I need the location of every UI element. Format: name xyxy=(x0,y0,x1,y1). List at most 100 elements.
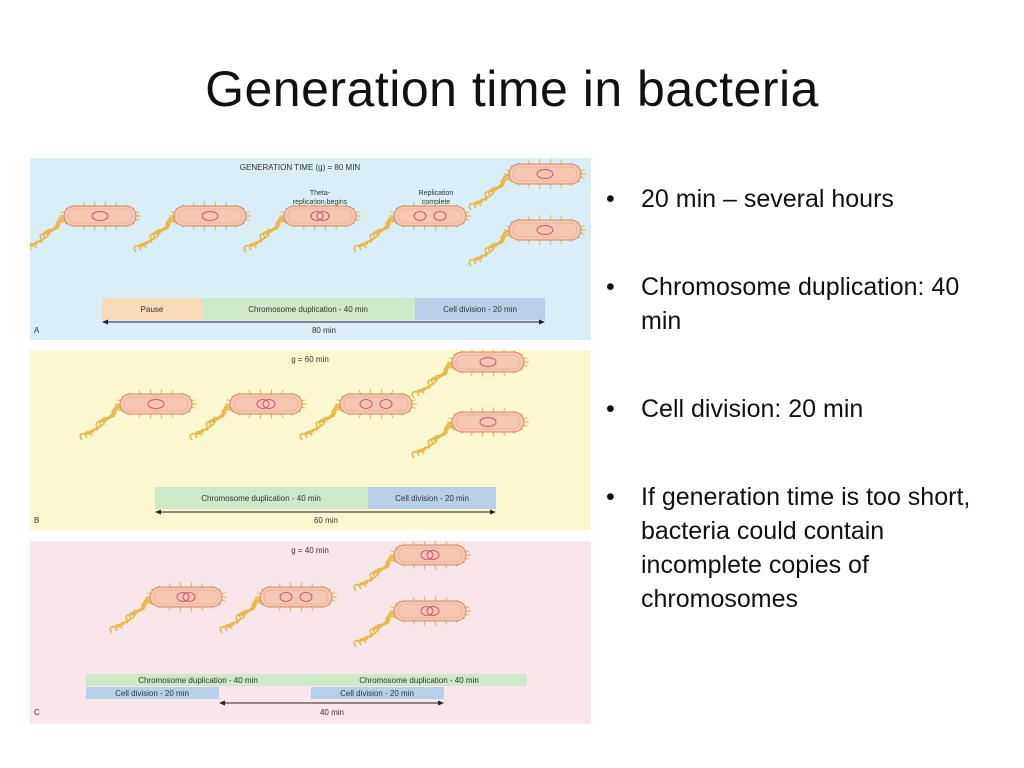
pause-bar xyxy=(102,298,202,320)
duplication-bar-1 xyxy=(86,674,311,686)
flagella xyxy=(243,216,287,253)
chromosome xyxy=(420,606,440,616)
panel-b: g = 60 min Chromosome duplication - 40 m… xyxy=(30,350,591,530)
cell-body xyxy=(63,205,137,227)
bacterium-icon xyxy=(353,201,471,253)
bacterium-icon xyxy=(79,389,197,441)
panel-a: GENERATION TIME (g) = 80 MIN Theta- repl… xyxy=(30,158,591,340)
chromosome xyxy=(479,417,497,427)
bacterium-icon xyxy=(299,389,417,441)
chromosome xyxy=(479,357,497,367)
chromosome xyxy=(279,592,313,602)
bullet-item: Chromosome duplication: 40 min xyxy=(604,270,1004,338)
flagella xyxy=(353,555,397,592)
cell-body xyxy=(393,600,467,622)
bacterium-icon xyxy=(109,582,227,634)
chromosome xyxy=(176,592,196,602)
division-bar-1-label: Cell division - 20 min xyxy=(115,689,189,698)
generation-time-figure: GENERATION TIME (g) = 80 MIN Theta- repl… xyxy=(30,158,591,724)
bullet-item: If generation time is too short, bacteri… xyxy=(604,480,1004,616)
panel-a-header: GENERATION TIME (g) = 80 MIN xyxy=(240,163,361,172)
flagella xyxy=(411,422,455,459)
cell-body xyxy=(508,219,582,241)
cell-body xyxy=(451,411,525,433)
division-bar xyxy=(415,298,545,320)
flagella xyxy=(468,174,512,211)
duplication-bar-label: Chromosome duplication - 40 min xyxy=(248,305,368,314)
bacterium-icon xyxy=(243,201,361,253)
flagella xyxy=(109,597,153,634)
chromosome xyxy=(256,399,276,409)
chromosome xyxy=(413,211,447,221)
bacterium-icon xyxy=(189,389,307,441)
flagella xyxy=(411,362,455,399)
bacterium-icon xyxy=(411,407,529,459)
flagella xyxy=(30,216,67,251)
cell-body xyxy=(451,351,525,373)
duplication-bar-2 xyxy=(311,674,527,686)
duplication-bar xyxy=(155,487,368,509)
slide-title: Generation time in bacteria xyxy=(205,61,819,117)
cell-body xyxy=(259,586,333,608)
division-bar-label: Cell division - 20 min xyxy=(443,305,517,314)
flagella xyxy=(353,611,397,648)
division-bar-2-label: Cell division - 20 min xyxy=(340,689,414,698)
division-bar-2 xyxy=(311,687,444,699)
cell-body xyxy=(393,544,467,566)
chromosome xyxy=(536,169,554,179)
division-bar-1 xyxy=(86,687,219,699)
flagella xyxy=(299,404,343,441)
bacterium-icon xyxy=(468,215,586,267)
duplication-bar-2-label: Chromosome duplication - 40 min xyxy=(359,676,479,685)
callout-complete-line1: Replication xyxy=(419,190,454,197)
bacterium-icon xyxy=(353,541,471,592)
cell-body xyxy=(393,205,467,227)
duplication-bar xyxy=(202,298,415,320)
panel-a-letter: A xyxy=(34,326,40,335)
cell-body xyxy=(119,393,193,415)
panel-c-cells xyxy=(109,541,471,648)
bacterium-icon xyxy=(133,201,251,253)
flagella xyxy=(468,230,512,267)
chromosome xyxy=(91,211,109,221)
panel-b-total: 60 min xyxy=(314,516,338,525)
panel-b-cells xyxy=(79,350,529,459)
division-bar-label: Cell division - 20 min xyxy=(395,494,469,503)
cell-body xyxy=(229,393,303,415)
bullet-item: 20 min – several hours xyxy=(604,182,1004,216)
duplication-bar-label: Chromosome duplication - 40 min xyxy=(201,494,321,503)
flagella xyxy=(353,216,397,253)
chromosome xyxy=(536,225,554,235)
duplication-bar-1-label: Chromosome duplication - 40 min xyxy=(138,676,258,685)
panel-c-letter: C xyxy=(34,708,40,717)
bullet-item: Cell division: 20 min xyxy=(604,392,1004,426)
panel-c: g = 40 min Chromosome duplication - 40 m… xyxy=(30,541,591,724)
division-bar xyxy=(368,487,496,509)
cell-body xyxy=(508,163,582,185)
callout-theta-line1: Theta- xyxy=(310,190,331,197)
panel-a-cells xyxy=(30,159,586,267)
bullet-list: 20 min – several hours Chromosome duplic… xyxy=(604,182,1004,670)
cell-body xyxy=(339,393,413,415)
pause-bar-label: Pause xyxy=(141,305,164,314)
flagella xyxy=(219,597,263,634)
flagella xyxy=(189,404,233,441)
bacterium-icon xyxy=(411,350,529,399)
panel-b-letter: B xyxy=(34,516,39,525)
callout-theta-line2: replication begins xyxy=(293,199,348,206)
chromosome xyxy=(310,211,330,221)
cell-body xyxy=(283,205,357,227)
chromosome xyxy=(359,399,393,409)
panel-a-total: 80 min xyxy=(312,326,336,335)
bacterium-icon xyxy=(468,159,586,211)
panel-c-header: g = 40 min xyxy=(291,546,329,555)
flagella xyxy=(133,216,177,253)
chromosome xyxy=(420,550,440,560)
bacterium-icon xyxy=(353,596,471,648)
cell-body xyxy=(173,205,247,227)
panel-c-total: 40 min xyxy=(320,708,344,717)
bacterium-icon xyxy=(30,201,141,251)
cell-body xyxy=(149,586,223,608)
chromosome xyxy=(201,211,219,221)
panel-b-header: g = 60 min xyxy=(291,355,329,364)
